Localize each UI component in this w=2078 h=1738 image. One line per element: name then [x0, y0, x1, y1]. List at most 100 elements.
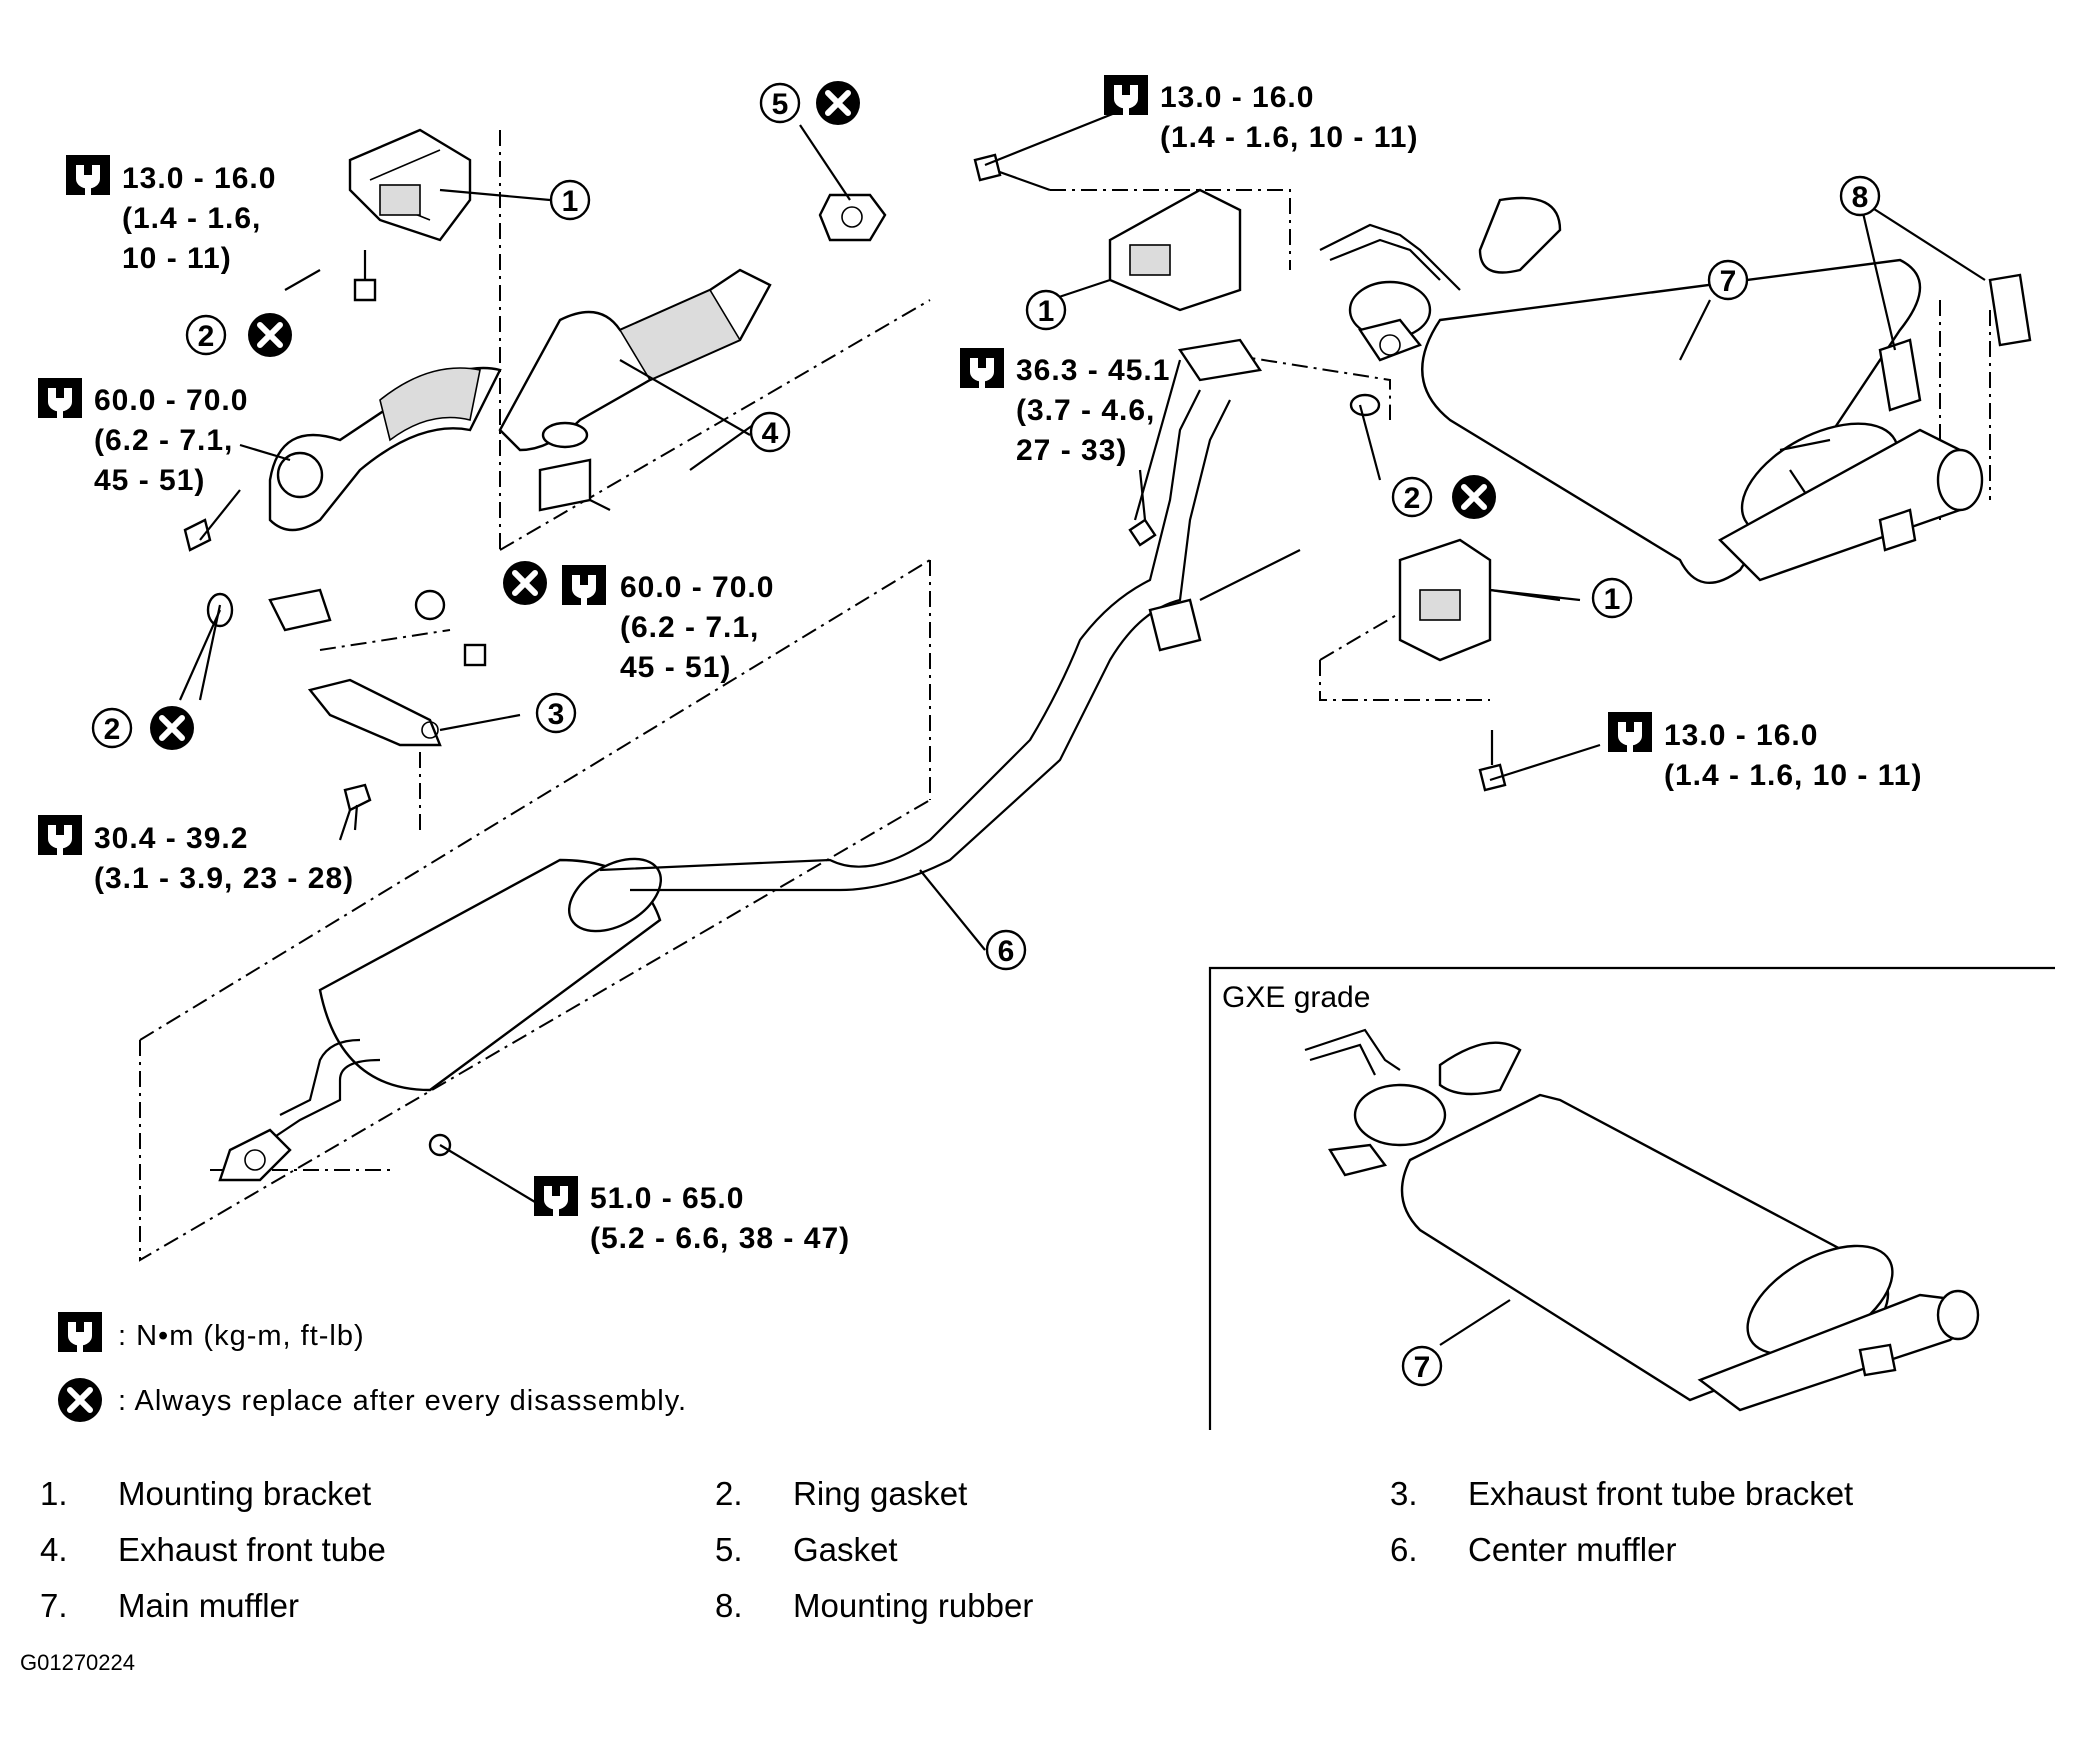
svg-text:(3.7 - 4.6,: (3.7 - 4.6, [1016, 394, 1155, 427]
callout-circle-8: 8 [1839, 175, 1881, 217]
replace-icon [816, 81, 860, 125]
svg-text:1: 1 [1604, 583, 1621, 616]
svg-text:13.0 - 16.0: 13.0 - 16.0 [122, 162, 276, 195]
svg-text:(6.2 - 7.1,: (6.2 - 7.1, [94, 424, 233, 457]
mounting-bracket-right [1398, 538, 1561, 662]
torque-spec-t4: 30.4 - 39.2 (3.1 - 3.9, 23 - 28) [38, 815, 354, 895]
parts-list-item: 1. Mounting bracket [40, 1475, 371, 1512]
svg-text:Exhaust front tube bracket: Exhaust front tube bracket [1468, 1475, 1853, 1512]
svg-text:2: 2 [198, 320, 215, 353]
wrench-icon [960, 348, 1004, 388]
parts-list-item: 2. Ring gasket [715, 1475, 967, 1512]
wrench-icon [562, 565, 606, 605]
replace-icon [503, 561, 547, 605]
callout-circle-6: 6 [985, 929, 1027, 971]
svg-text:6.: 6. [1390, 1531, 1418, 1568]
torque-spec-t2: 60.0 - 70.0 (6.2 - 7.1, 45 - 51) [38, 378, 247, 497]
parts-list-item: 7. Main muffler [40, 1587, 299, 1624]
center-muffler [218, 857, 663, 1182]
svg-text:7: 7 [1414, 1351, 1431, 1384]
parts-list: 1. Mounting bracket 2. Ring gasket 3. Ex… [40, 1475, 1853, 1624]
callout-circle-2b: 2 [91, 707, 133, 749]
svg-text:30.4 - 39.2: 30.4 - 39.2 [94, 822, 248, 855]
svg-text:4.: 4. [40, 1531, 68, 1568]
exhaust-front-tube [498, 268, 772, 512]
mounting-bracket-7 [973, 153, 1242, 312]
svg-text:: N•m (kg-m, ft-lb): : N•m (kg-m, ft-lb) [118, 1320, 365, 1352]
ring-gasket-7 [1349, 393, 1381, 417]
wrench-icon [66, 155, 110, 195]
svg-text:2: 2 [104, 713, 121, 746]
svg-text:8: 8 [1852, 181, 1869, 214]
front-tube-bracket-3 [307, 678, 521, 747]
parts-list-item: 5. Gasket [715, 1531, 898, 1568]
svg-text:13.0 - 16.0: 13.0 - 16.0 [1160, 81, 1314, 114]
svg-text:7.: 7. [40, 1587, 68, 1624]
callout-circle-4: 4 [749, 411, 791, 453]
leader-lines [198, 103, 1986, 1206]
nut-center [1128, 469, 1157, 547]
wrench-icon [58, 1312, 102, 1352]
svg-text:(6.2 - 7.1,: (6.2 - 7.1, [620, 611, 759, 644]
callout-circle-1a: 1 [549, 179, 591, 221]
svg-text:10 - 11): 10 - 11) [122, 242, 232, 275]
callout-circle-2a: 2 [185, 314, 227, 356]
exhaust-manifold-tube [178, 366, 502, 701]
svg-text:GXE grade: GXE grade [1222, 981, 1370, 1014]
svg-text:Main muffler: Main muffler [118, 1587, 299, 1624]
svg-text:(3.1 - 3.9, 23 - 28): (3.1 - 3.9, 23 - 28) [94, 862, 354, 895]
svg-text:5.: 5. [715, 1531, 743, 1568]
mounting-bracket-front [348, 128, 472, 242]
parts-list-item: 4. Exhaust front tube [40, 1531, 386, 1568]
callout-circle-1c: 1 [1591, 577, 1633, 619]
gasket-5 [799, 124, 887, 242]
callout-circle-2c: 2 [1391, 476, 1433, 518]
svg-text:51.0 - 65.0: 51.0 - 65.0 [590, 1182, 744, 1215]
figure-id: G01270224 [20, 1650, 135, 1675]
torque-spec-t6: 36.3 - 45.1 (3.7 - 4.6, 27 - 33) [960, 348, 1169, 467]
svg-text:(5.2 - 6.6, 38 - 47): (5.2 - 6.6, 38 - 47) [590, 1222, 850, 1255]
nut-front-bracket [343, 783, 372, 831]
svg-text:Center muffler: Center muffler [1468, 1531, 1676, 1568]
legend: : N•m (kg-m, ft-lb) : Always replace aft… [58, 1312, 687, 1422]
wrench-icon [38, 815, 82, 855]
svg-text:: Always replace after every d: : Always replace after every disassembly… [118, 1385, 687, 1417]
svg-text:1: 1 [562, 185, 579, 218]
svg-text:Exhaust front tube: Exhaust front tube [118, 1531, 386, 1568]
svg-text:1.: 1. [40, 1475, 68, 1512]
svg-text:7: 7 [1720, 265, 1737, 298]
svg-text:4: 4 [762, 417, 779, 450]
callout-circle-5: 5 [759, 82, 801, 124]
gxe-inset: GXE grade 7 [1208, 966, 2055, 1430]
svg-text:45 - 51): 45 - 51) [620, 651, 731, 684]
wrench-icon [534, 1176, 578, 1216]
wrench-icon [1104, 75, 1148, 115]
callout-circle-1b: 1 [1025, 289, 1067, 331]
replace-icon [58, 1378, 102, 1422]
parts-list-item: 8. Mounting rubber [715, 1587, 1033, 1624]
svg-text:Mounting rubber: Mounting rubber [793, 1587, 1033, 1624]
parts-list-item: 3. Exhaust front tube bracket [1390, 1475, 1853, 1512]
svg-text:(1.4 - 1.6,: (1.4 - 1.6, [122, 202, 261, 235]
svg-text:13.0 - 16.0: 13.0 - 16.0 [1664, 719, 1818, 752]
parts-list-item: 6. Center muffler [1390, 1531, 1676, 1568]
bolt-right-bracket [1478, 730, 1507, 792]
torque-spec-t1: 13.0 - 16.0 (1.4 - 1.6, 10 - 11) [66, 155, 276, 275]
svg-text:2: 2 [1404, 482, 1421, 515]
svg-text:Ring gasket: Ring gasket [793, 1475, 967, 1512]
bolt-front-bracket [353, 250, 377, 302]
callout-circle-7-inset [1401, 1345, 1443, 1387]
replace-icon [1452, 475, 1496, 519]
svg-text:6: 6 [998, 935, 1015, 968]
torque-spec-t7: 13.0 - 16.0 (1.4 - 1.6, 10 - 11) [1608, 712, 1922, 792]
wrench-icon [38, 378, 82, 418]
svg-text:45 - 51): 45 - 51) [94, 464, 205, 497]
callout-circle-3: 3 [535, 692, 577, 734]
svg-text:5: 5 [772, 88, 789, 121]
wrench-icon [1608, 712, 1652, 752]
svg-text:8.: 8. [715, 1587, 743, 1624]
svg-text:(1.4 - 1.6, 10 - 11): (1.4 - 1.6, 10 - 11) [1664, 759, 1922, 792]
main-muffler [1421, 258, 1984, 584]
torque-spec-t5: 13.0 - 16.0 (1.4 - 1.6, 10 - 11) [1104, 75, 1417, 154]
